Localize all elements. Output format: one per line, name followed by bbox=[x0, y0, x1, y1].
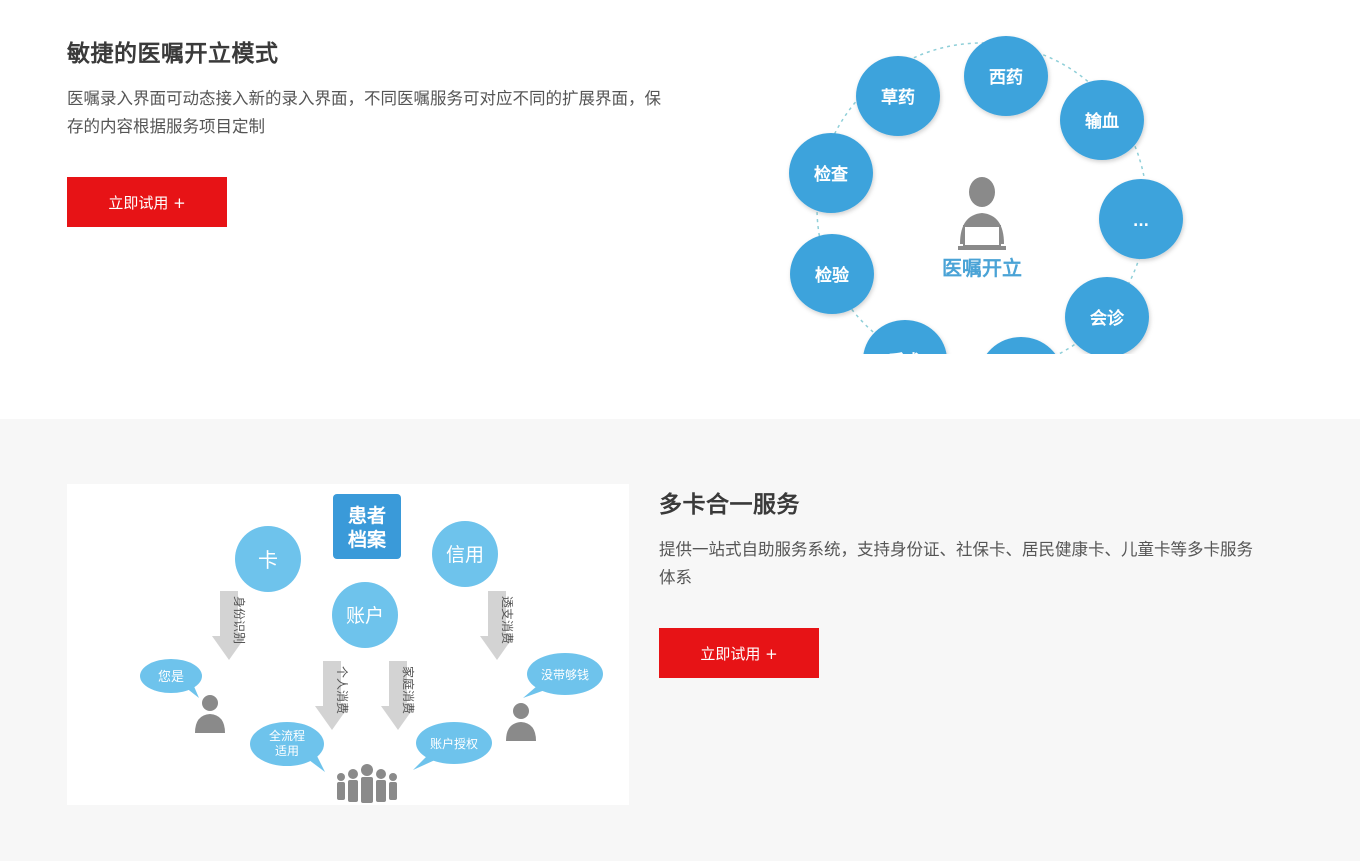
bubble-no-money: 没带够钱 bbox=[523, 653, 603, 698]
node-transfusion: 输血 bbox=[1060, 80, 1144, 160]
svg-text:没带够钱: 没带够钱 bbox=[541, 667, 589, 682]
svg-text:档案: 档案 bbox=[348, 528, 387, 551]
node-examination: 检查 bbox=[789, 133, 873, 213]
group-icon bbox=[337, 764, 397, 803]
node-consultation: 会诊 bbox=[1065, 277, 1149, 354]
svg-text:草药: 草药 bbox=[881, 87, 915, 108]
svg-text:会诊: 会诊 bbox=[1090, 308, 1125, 329]
person-icon bbox=[506, 703, 536, 741]
svg-text:检查: 检查 bbox=[814, 164, 849, 185]
section-description: 提供一站式自助服务系统，支持身份证、社保卡、居民健康卡、儿童卡等多卡服务体系 bbox=[659, 540, 1253, 587]
try-now-button[interactable]: 立即试用 + bbox=[67, 177, 227, 227]
svg-text:卡: 卡 bbox=[258, 548, 278, 572]
feature-section-multicard: 患者 档案 卡 信用 账户 身份识别 bbox=[0, 419, 1360, 861]
arrow-identity: 身份识别 bbox=[212, 591, 247, 660]
center-label: 医嘱开立 bbox=[942, 256, 1022, 280]
node-more: ... bbox=[1099, 179, 1183, 259]
bubble-full-process: 全流程 适用 bbox=[250, 722, 325, 772]
try-now-button[interactable]: 立即试用 + bbox=[659, 628, 819, 678]
order-diagram: 医嘱开立 草药 西药 输血 检查 bbox=[760, 20, 1220, 354]
svg-text:检验: 检验 bbox=[815, 265, 850, 286]
node-surgery: 手术 bbox=[863, 320, 947, 354]
svg-text:账户授权: 账户授权 bbox=[430, 736, 478, 751]
svg-text:全流程: 全流程 bbox=[269, 728, 305, 743]
svg-text:西药: 西药 bbox=[989, 67, 1023, 88]
svg-text:身份识别: 身份识别 bbox=[232, 596, 247, 644]
node-lab-test: 检验 bbox=[790, 234, 874, 314]
svg-text:透支消费: 透支消费 bbox=[500, 596, 514, 644]
arrow-overdraft: 透支消费 bbox=[480, 591, 514, 660]
feature-section-order: 敏捷的医嘱开立模式 医嘱录入界面可动态接入新的录入界面，不同医嘱服务可对应不同的… bbox=[0, 0, 1360, 419]
card-circle: 卡 bbox=[235, 526, 301, 592]
svg-text:手术: 手术 bbox=[888, 351, 922, 354]
node-western: 西药 bbox=[964, 36, 1048, 116]
svg-text:患者: 患者 bbox=[348, 504, 386, 527]
arrow-personal: 个人消费 bbox=[315, 661, 349, 730]
svg-text:输血: 输血 bbox=[1085, 111, 1119, 132]
arrow-family: 家庭消费 bbox=[381, 661, 416, 730]
patient-record-box: 患者 档案 bbox=[333, 494, 401, 559]
section-description: 医嘱录入界面可动态接入新的录入界面，不同医嘱服务可对应不同的扩展界面，保存的内容… bbox=[67, 89, 661, 136]
doctor-icon bbox=[958, 177, 1006, 250]
bubble-is-you: 您是 bbox=[140, 659, 202, 698]
section-title: 敏捷的医嘱开立模式 bbox=[67, 41, 279, 67]
credit-circle: 信用 bbox=[432, 521, 498, 587]
section-title: 多卡合一服务 bbox=[659, 492, 800, 518]
multicard-diagram: 患者 档案 卡 信用 账户 身份识别 bbox=[67, 484, 629, 805]
svg-text:家庭消费: 家庭消费 bbox=[401, 666, 416, 714]
svg-text:...: ... bbox=[1133, 214, 1149, 230]
node-cut-off bbox=[986, 337, 1056, 354]
svg-text:信用: 信用 bbox=[446, 544, 484, 566]
person-icon bbox=[195, 695, 225, 733]
bubble-account-auth: 账户授权 bbox=[413, 722, 492, 770]
node-herbal: 草药 bbox=[856, 56, 940, 136]
svg-text:您是: 您是 bbox=[158, 669, 184, 685]
svg-text:个人消费: 个人消费 bbox=[335, 666, 349, 714]
svg-text:账户: 账户 bbox=[346, 605, 384, 627]
account-circle: 账户 bbox=[332, 582, 398, 648]
svg-text:适用: 适用 bbox=[275, 744, 299, 758]
